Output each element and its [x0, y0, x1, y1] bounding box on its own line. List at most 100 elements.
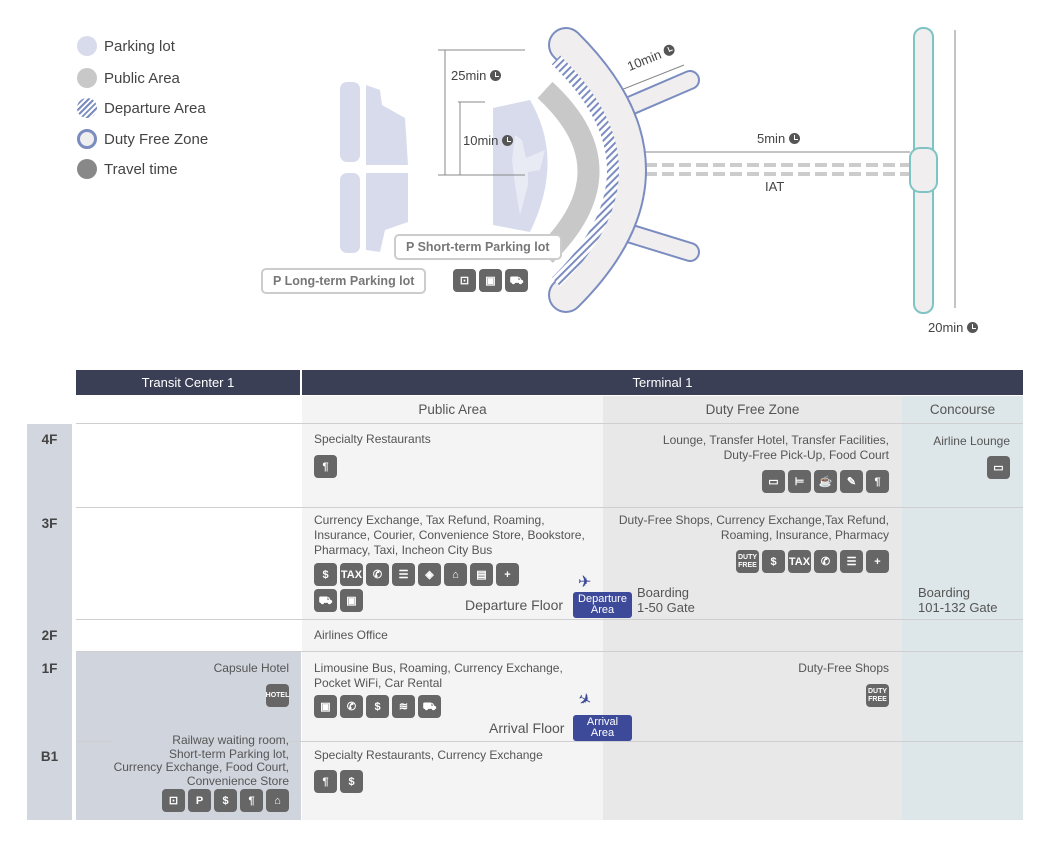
measure-lines — [438, 30, 956, 308]
f2-public-text: Airlines Office — [314, 628, 388, 642]
duty-free-icon: DUTY FREE — [736, 550, 759, 573]
f3-dfz-text: Duty-Free Shops, Currency Exchange,Tax R… — [618, 513, 889, 542]
train-icon: ⊡ — [453, 269, 476, 292]
floor-2f: 2F — [41, 628, 58, 643]
currency-exchange-icon: $ — [314, 563, 337, 586]
hatch-swatch-icon — [77, 98, 97, 118]
f4-concourse-text: Airline Lounge — [933, 434, 1010, 448]
f1-public-icons: ▣✆$≋⛟ — [314, 695, 441, 718]
subheader-dfz: Duty Free Zone — [705, 402, 800, 417]
subheader-public: Public Area — [418, 402, 487, 417]
iat-label: IAT — [765, 179, 785, 194]
floor-4f: 4F — [41, 432, 58, 447]
restaurant-icon: ¶ — [314, 770, 337, 793]
tax-refund-icon: TAX — [788, 550, 811, 573]
legend-travel-time: Travel time — [77, 159, 178, 179]
f1-public-text: Limousine Bus, Roaming, Currency Exchang… — [314, 661, 563, 690]
b1-public-icons: ¶$ — [314, 770, 363, 793]
legend-label: Public Area — [104, 69, 180, 87]
duty-free-icon: DUTY FREE — [866, 684, 889, 707]
currency-exchange-icon: $ — [762, 550, 785, 573]
f1-dfz-text: Duty-Free Shops — [798, 661, 889, 675]
lounge-icon: ▭ — [762, 470, 785, 493]
floor-3f: 3F — [41, 516, 58, 531]
arrival-area-badge: Arrival Area — [573, 715, 632, 741]
legend-public-area: Public Area — [77, 68, 180, 88]
roaming-icon: ✆ — [366, 563, 389, 586]
time-20min: 20min — [928, 320, 979, 335]
time-10min-parking: 10min — [463, 133, 514, 148]
insurance-icon: ☰ — [392, 563, 415, 586]
clock-icon — [789, 133, 801, 144]
clock-icon — [490, 70, 502, 81]
departure-plane-icon: ✈ — [578, 574, 592, 591]
b1-transit-icons: ⊡P$¶⌂ — [162, 789, 289, 812]
f3-public-text: Currency Exchange, Tax Refund, Roaming, … — [314, 513, 585, 557]
f1-dfz-icons: DUTY FREE — [866, 684, 889, 707]
clock-icon — [967, 322, 979, 333]
public-swatch-icon — [77, 68, 97, 88]
transport-icons: ⊡▣⛟ — [453, 269, 528, 292]
floor-b1: B1 — [40, 749, 59, 764]
pickup-icon: ✎ — [840, 470, 863, 493]
f4-dfz-text: Lounge, Transfer Hotel, Transfer Facilit… — [662, 433, 889, 462]
train-icon: ⊡ — [162, 789, 185, 812]
legend-parking-lot: Parking lot — [77, 36, 175, 56]
long-term-parking-callout: P Long-term Parking lot — [261, 268, 427, 294]
ring-swatch-icon — [77, 129, 97, 149]
wifi-icon: ≋ — [392, 695, 415, 718]
header-transit-center: Transit Center 1 — [76, 370, 300, 395]
currency-exchange-icon: $ — [214, 789, 237, 812]
legend-label: Travel time — [104, 160, 178, 178]
header-terminal: Terminal 1 — [302, 370, 1023, 395]
legend-departure-area: Departure Area — [77, 98, 206, 118]
long-term-parking — [340, 82, 408, 253]
roaming-icon: ✆ — [814, 550, 837, 573]
arrival-floor-label: Arrival Floor — [489, 720, 565, 736]
convenience-store-icon: ⌂ — [444, 563, 467, 586]
legend-label: Departure Area — [104, 99, 206, 117]
clock-icon — [502, 135, 514, 146]
bus-icon: ▣ — [479, 269, 502, 292]
lounge-icon: ▭ — [987, 456, 1010, 479]
terminal-map — [340, 27, 956, 314]
limousine-bus-icon: ▣ — [314, 695, 337, 718]
f4-concourse-icons: ▭ — [987, 456, 1010, 479]
parking-swatch-icon — [77, 36, 97, 56]
clock-icon — [77, 159, 97, 179]
restaurant-icon: ¶ — [240, 789, 263, 812]
floor-1f: 1F — [41, 661, 58, 676]
cafe-icon: ☕ — [814, 470, 837, 493]
b1-transit-text: Railway waiting room, Short-term Parking… — [113, 733, 289, 788]
hotel-bed-icon: ⊨ — [788, 470, 811, 493]
f1-transit-icons: HOTEL — [266, 684, 289, 707]
restaurant-icon: ¶ — [314, 455, 337, 478]
insurance-icon: ☰ — [840, 550, 863, 573]
roaming-icon: ✆ — [340, 695, 363, 718]
bookstore-icon: ▤ — [470, 563, 493, 586]
f3-public2-icons: ⛟▣ — [314, 589, 363, 612]
time-5min: 5min — [757, 131, 801, 146]
bus-icon: ▣ — [340, 589, 363, 612]
b1-public-text: Specialty Restaurants, Currency Exchange — [314, 748, 543, 762]
f4-public-text: Specialty Restaurants — [314, 432, 431, 446]
short-term-parking-callout: P Short-term Parking lot — [394, 234, 562, 260]
legend-label: Duty Free Zone — [104, 130, 209, 148]
car-rental-icon: ⛟ — [418, 695, 441, 718]
f3-public-icons: $TAX✆☰◈⌂▤+ — [314, 563, 519, 586]
f4-dfz-icons: ▭⊨☕✎¶ — [762, 470, 889, 493]
taxi-icon: ⛟ — [314, 589, 337, 612]
boarding-101-132: Boarding 101-132 Gate — [918, 585, 998, 615]
f1-transit-text: Capsule Hotel — [213, 661, 289, 675]
time-25min: 25min — [451, 68, 502, 83]
concourse — [909, 27, 938, 314]
convenience-store-icon: ⌂ — [266, 789, 289, 812]
currency-exchange-icon: $ — [340, 770, 363, 793]
floor-column — [27, 424, 72, 820]
dfz-column — [603, 396, 902, 820]
tax-refund-icon: TAX — [340, 563, 363, 586]
taxi-icon: ⛟ — [505, 269, 528, 292]
hotel-icon: HOTEL — [266, 684, 289, 707]
pharmacy-icon: + — [496, 563, 519, 586]
pharmacy-icon: + — [866, 550, 889, 573]
